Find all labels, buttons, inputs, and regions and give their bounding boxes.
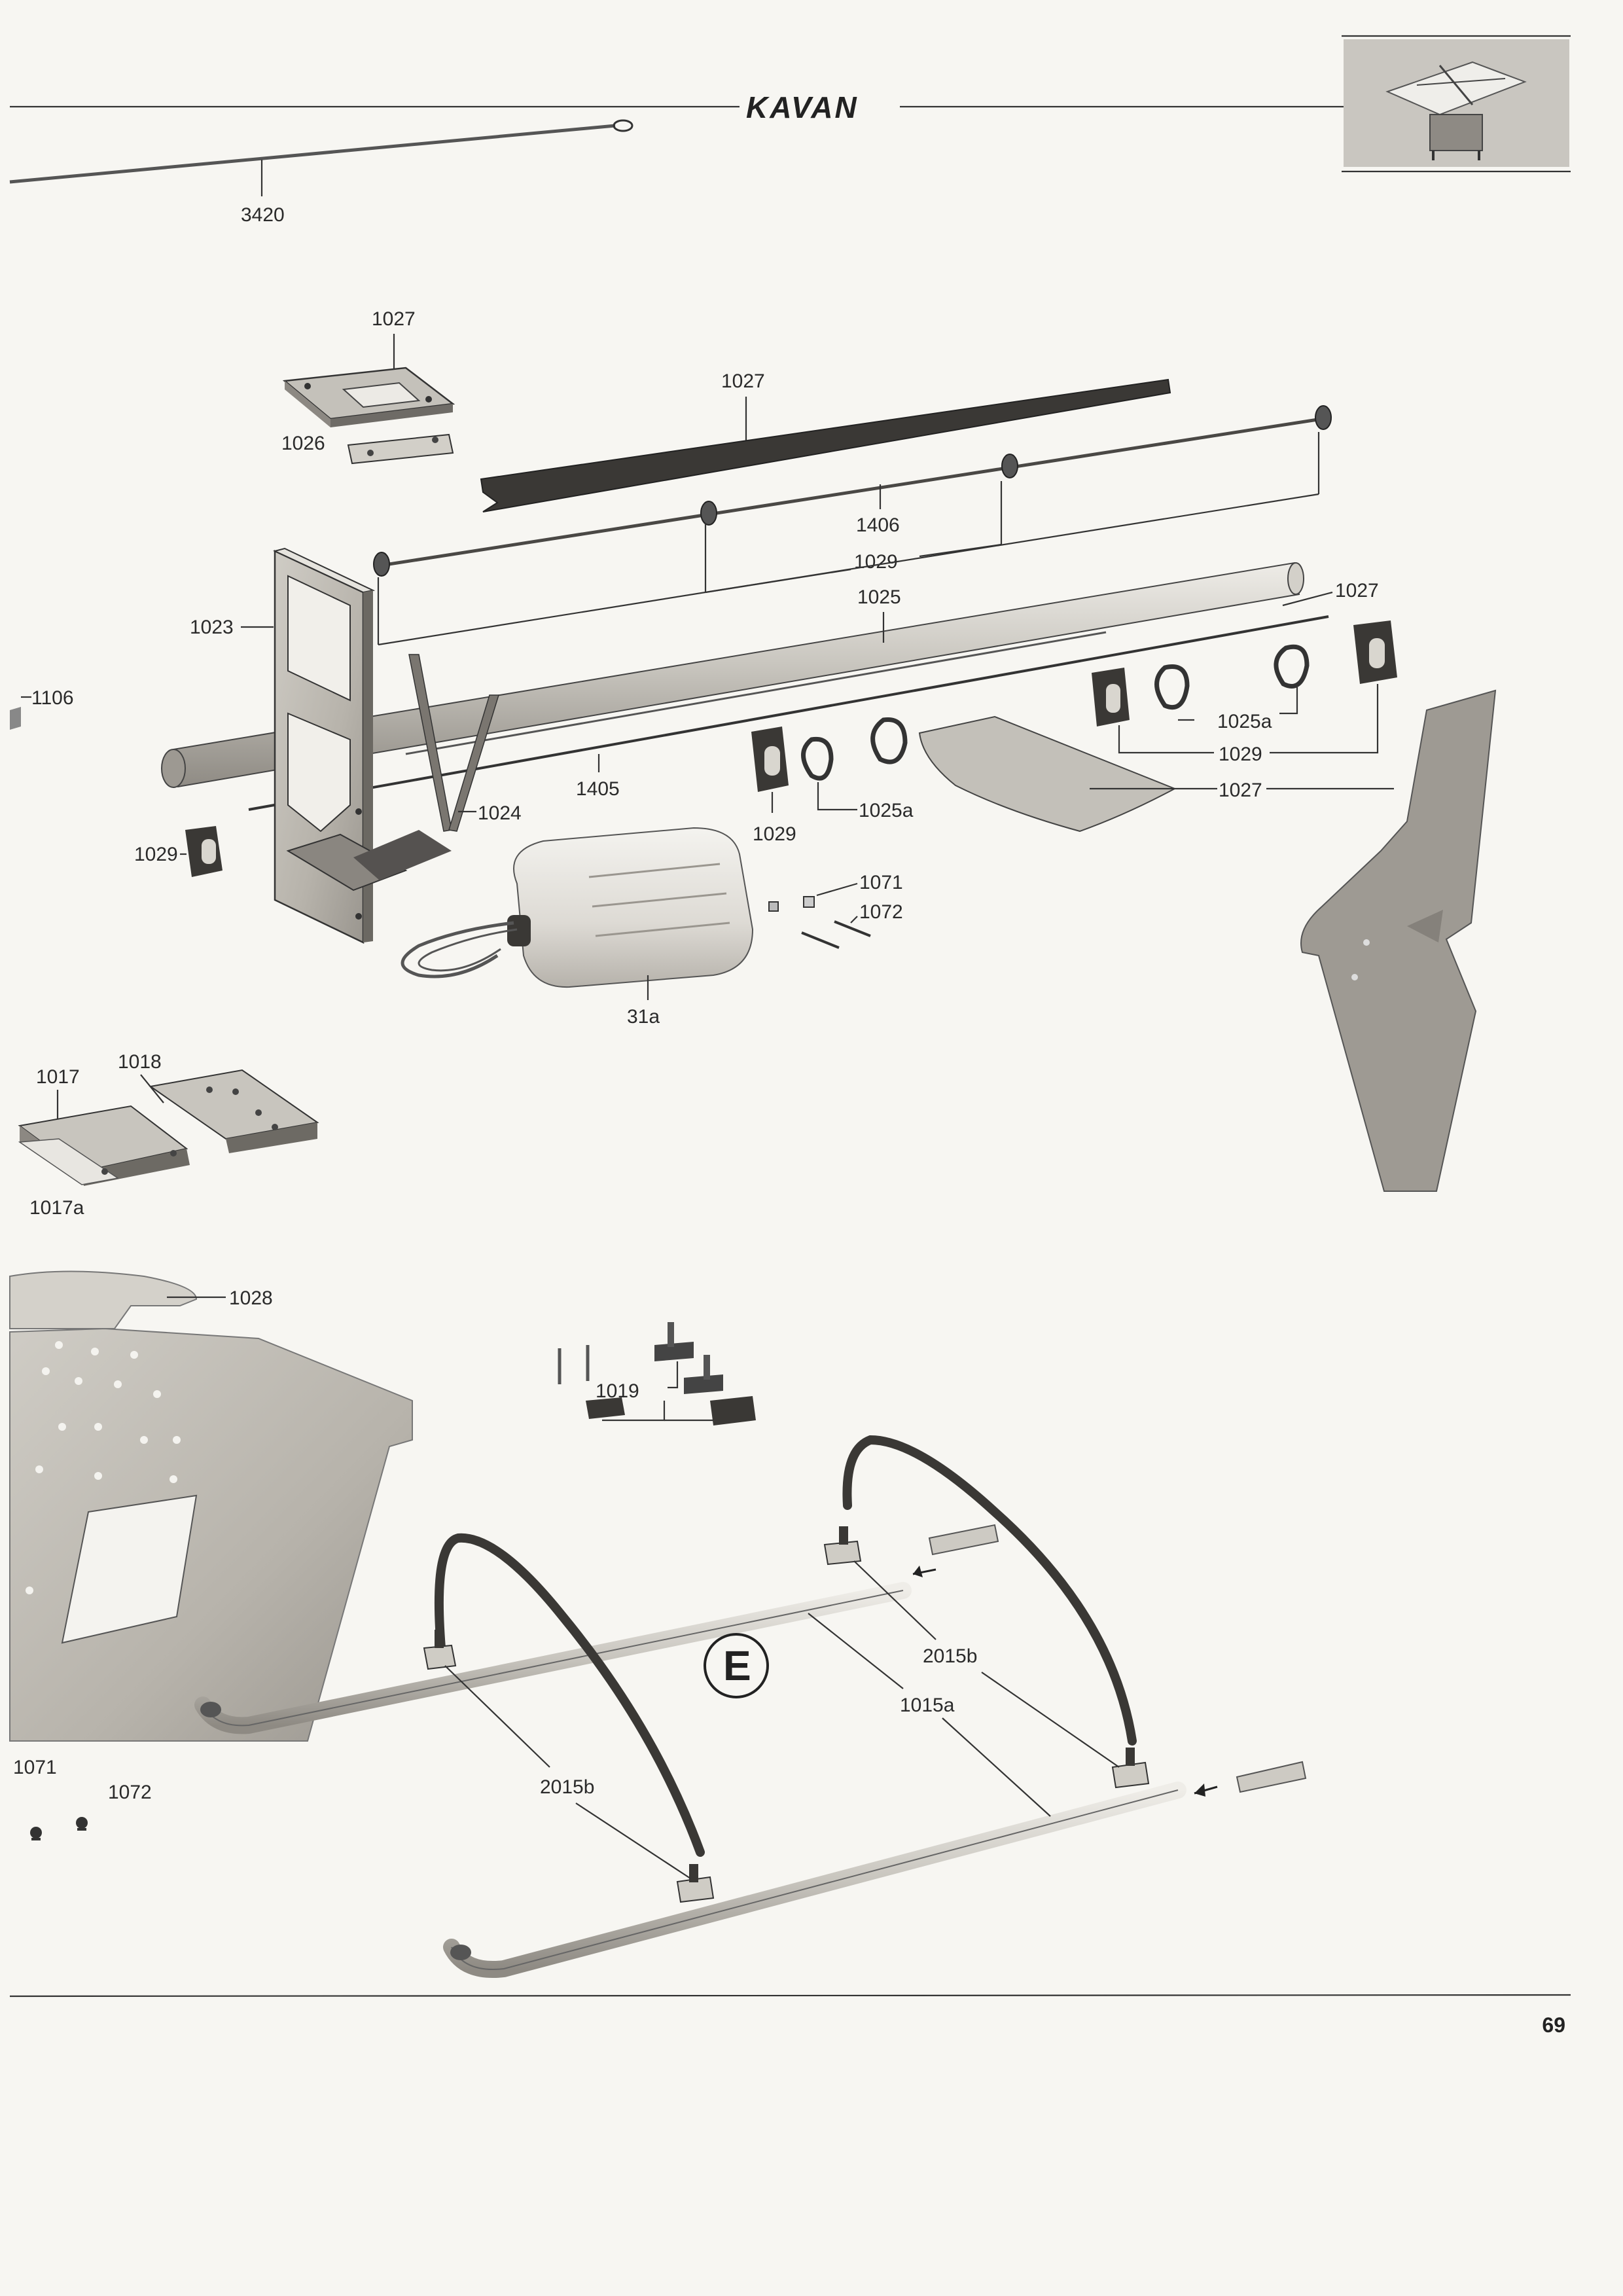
label-1029-left: 1029	[134, 844, 178, 865]
label-1025a-mid: 1025a	[859, 800, 914, 821]
clamps-mid: 1029 1025a	[751, 717, 914, 845]
label-1029-mid: 1029	[753, 823, 796, 845]
plates-1017-1018: 1017 1018 1017a	[18, 1051, 319, 1219]
label-1071-lower: 1071	[13, 1757, 57, 1778]
rod-guides-1029: 1029	[377, 432, 1320, 646]
label-1023: 1023	[190, 617, 234, 638]
label-1017a: 1017a	[29, 1197, 84, 1219]
label-1405: 1405	[576, 778, 620, 800]
boom-stay-1024: 1024 1405	[408, 654, 620, 832]
label-1027-mixer: 1027	[372, 308, 416, 330]
label-2015b-left: 2015b	[540, 1776, 594, 1798]
hardware-1071-1072: 1071 1072	[768, 872, 903, 949]
label-1025a-right: 1025a	[1217, 711, 1272, 732]
page-number: 69	[1542, 2013, 1565, 2037]
side-panel-1028: 1028	[9, 1270, 413, 1742]
label-1024: 1024	[478, 802, 522, 824]
label-1029-right: 1029	[1219, 744, 1262, 765]
label-1027-strip: 1027	[721, 370, 765, 392]
label-1018: 1018	[118, 1051, 162, 1073]
mixer-plate: 1027 1026	[281, 308, 455, 465]
boom-strip: 1027	[480, 370, 1171, 512]
tail-boom-1025: 1025 1027	[161, 562, 1379, 811]
label-31a: 31a	[627, 1006, 660, 1028]
label-1025: 1025	[857, 586, 901, 608]
label-1071: 1071	[859, 872, 903, 893]
skid-clamps-1019: 1019	[558, 1322, 756, 1426]
tail-fin-1027: 1027	[918, 715, 1394, 833]
label-1029-guides: 1029	[854, 551, 898, 573]
landing-skid-lower	[443, 1748, 1307, 1978]
tail-rod-1406: 1406	[373, 405, 1332, 577]
clamps-right: 1025a 1029	[1092, 620, 1397, 765]
label-2015b-right: 2015b	[923, 1645, 977, 1667]
label-1106: 1106	[31, 687, 74, 709]
fuel-tank-31a: 31a	[401, 827, 754, 1028]
section-marker-label: E	[723, 1642, 751, 1689]
label-1406: 1406	[856, 514, 900, 536]
footer: 69	[9, 1994, 1571, 2037]
label-1072-lower: 1072	[108, 1782, 152, 1803]
assembly-stand-thumbnail-icon	[1344, 39, 1569, 167]
footer-rule	[9, 1994, 1571, 1998]
section-marker-circle	[704, 1633, 769, 1698]
label-1027-stay: 1027	[1335, 580, 1379, 601]
tail-frame-1023: 1023	[190, 547, 452, 944]
label-1019: 1019	[596, 1380, 639, 1402]
label-1028: 1028	[229, 1287, 273, 1309]
rod-3420: 3420	[9, 119, 633, 226]
horizontal-stabilizer	[1300, 689, 1497, 1192]
label-1026: 1026	[281, 433, 325, 454]
label-1017: 1017	[36, 1066, 80, 1088]
clamp-1029-left: 1029	[134, 826, 223, 877]
label-1015a: 1015a	[900, 1695, 955, 1716]
label-1072: 1072	[859, 901, 903, 923]
header: KAVAN	[10, 35, 1571, 173]
part-1106: 1106	[10, 687, 74, 730]
lower-hardware: 1071 1072	[13, 1757, 152, 1840]
landing-skid-upper	[194, 1435, 1137, 1857]
skid-callouts: E 2015b 1015a 2015b	[444, 1560, 1120, 1879]
brand-logo: KAVAN	[746, 90, 859, 124]
label-3420: 3420	[241, 204, 285, 226]
label-1027-fin: 1027	[1219, 780, 1262, 801]
